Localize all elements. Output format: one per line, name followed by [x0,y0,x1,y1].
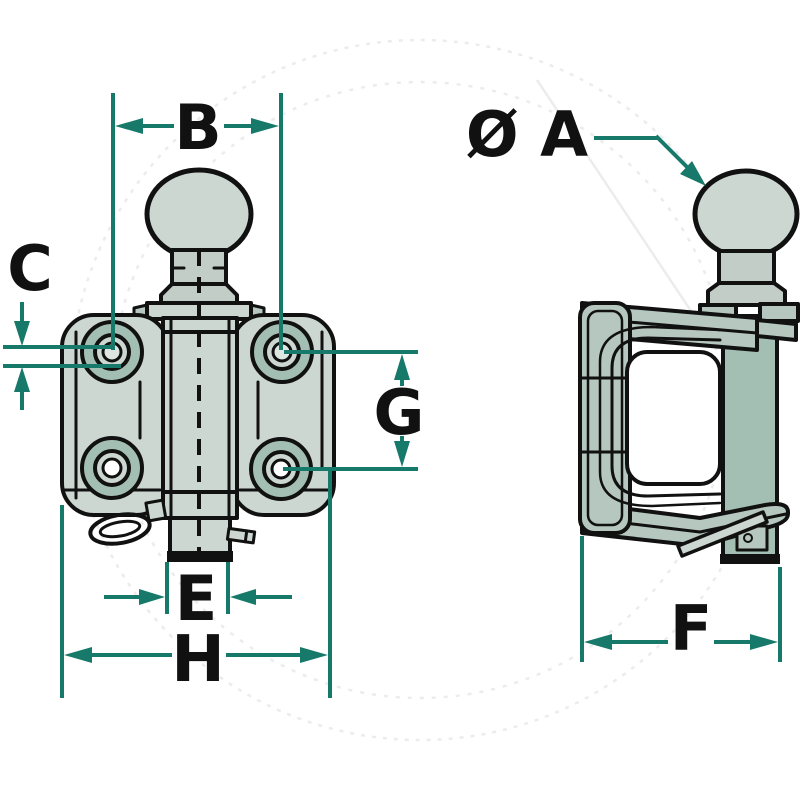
side-view [578,168,800,564]
tow-ball-front [144,167,254,261]
dim-f: F [580,536,782,665]
bracket-opening [625,350,722,486]
dim-label-f: F [670,592,712,665]
dim-label-e: E [175,562,217,635]
pin-stub [225,526,257,545]
dim-h: H [60,470,332,698]
dim-diameter-a: Ø A [466,98,706,186]
cotter-pin [676,510,769,558]
shank-bar-edge [720,554,780,564]
column-foot-edge [167,551,233,562]
hole-top-right [250,320,314,384]
dim-label-g: G [374,376,425,449]
tow-ball-side [692,168,800,260]
dim-b: B [111,91,283,350]
dim-e: E [104,562,292,635]
ball-neck-side [706,249,787,307]
dim-label-c: C [7,232,53,305]
dim-label-diameter-a: Ø A [466,98,588,171]
dim-g: G [283,350,425,471]
dimensions: B C G E [3,91,782,698]
top-plate-extension [755,318,798,342]
hole-bottom-left [80,436,144,500]
dim-c: C [3,232,121,410]
dim-label-h: H [171,623,225,697]
dim-label-b: B [174,91,221,164]
cotter-ring [88,498,168,546]
mount-block-right [758,302,800,323]
